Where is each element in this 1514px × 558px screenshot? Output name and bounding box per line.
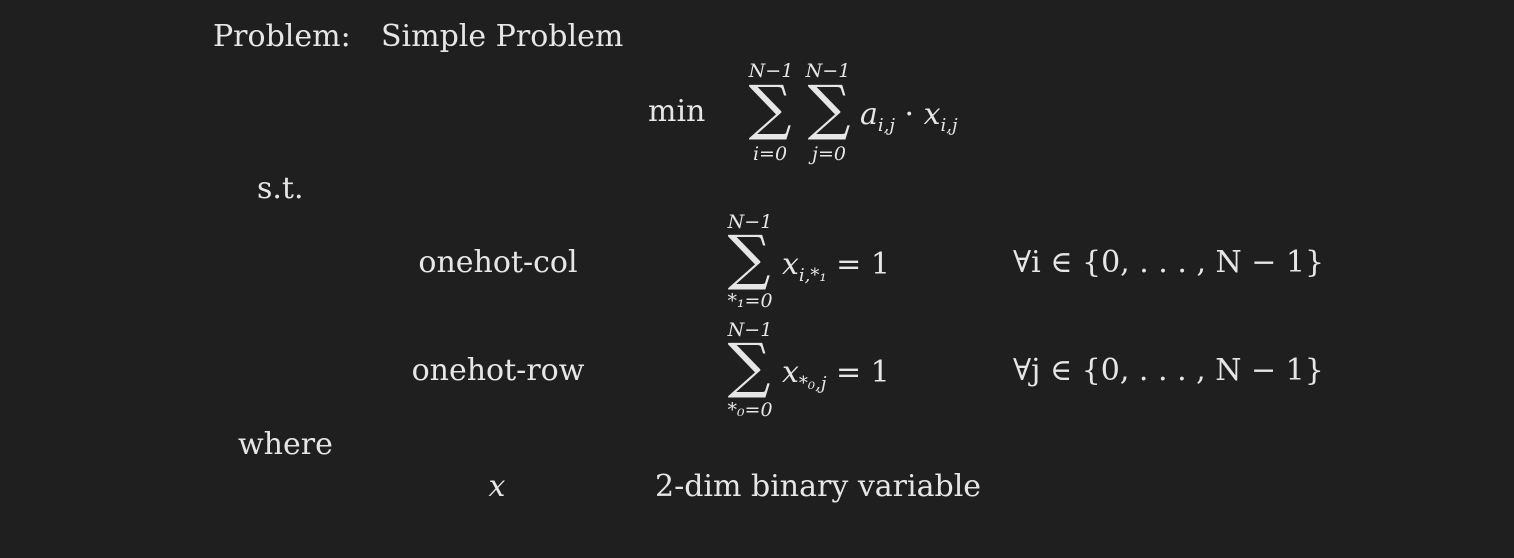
- constraint-var: x: [782, 355, 799, 390]
- constraint-forall: ∀i ∈ {0, . . . , N − 1}: [1013, 245, 1325, 280]
- objective-keyword: min: [648, 94, 706, 129]
- constraint-sigma-icon: ∑: [727, 331, 771, 401]
- constraint-sigma-icon: ∑: [727, 223, 771, 293]
- constraint-var: x: [782, 247, 799, 282]
- constraint-sum-upper: N−1: [727, 319, 773, 341]
- constraint-rhs: = 1: [836, 247, 890, 282]
- constraint-name: onehot-col: [418, 245, 578, 280]
- problem-label: Problem:: [213, 19, 351, 54]
- constraint-forall: ∀j ∈ {0, . . . , N − 1}: [1013, 353, 1324, 388]
- sum1-sigma-icon: ∑: [748, 73, 792, 143]
- term-a-sub: i,j: [877, 115, 895, 136]
- where-label: where: [238, 427, 333, 462]
- constraint-sum-upper: N−1: [727, 211, 773, 233]
- constraint-var-sub: i,*₁: [798, 265, 827, 286]
- objective-term: ai,j · xi,j: [860, 100, 958, 135]
- st-label: s.t.: [257, 171, 304, 206]
- constraint-name: onehot-row: [411, 353, 585, 388]
- sum2-sigma-icon: ∑: [807, 73, 851, 143]
- constraint-sum-lower: *₁=0: [727, 290, 773, 312]
- term-a: a: [860, 97, 878, 132]
- variable-symbol: x: [488, 469, 506, 504]
- variable-description: 2-dim binary variable: [655, 469, 982, 504]
- sum2-lower: j=0: [812, 143, 846, 165]
- constraint-sum-lower: *₀=0: [727, 399, 773, 421]
- constraint-expression: xi,*₁ = 1: [782, 250, 890, 285]
- term-x-sub: i,j: [940, 115, 958, 136]
- constraint-rhs: = 1: [836, 355, 890, 390]
- term-x: x: [923, 97, 941, 132]
- sum2-upper: N−1: [805, 60, 851, 82]
- problem-name: Simple Problem: [381, 19, 624, 54]
- sum1-lower: i=0: [752, 143, 788, 165]
- term-dot: ·: [904, 97, 915, 132]
- constraint-expression: x*₀,j = 1: [782, 358, 890, 393]
- constraint-var-sub: *₀,j: [798, 373, 827, 394]
- sum1-upper: N−1: [748, 60, 794, 82]
